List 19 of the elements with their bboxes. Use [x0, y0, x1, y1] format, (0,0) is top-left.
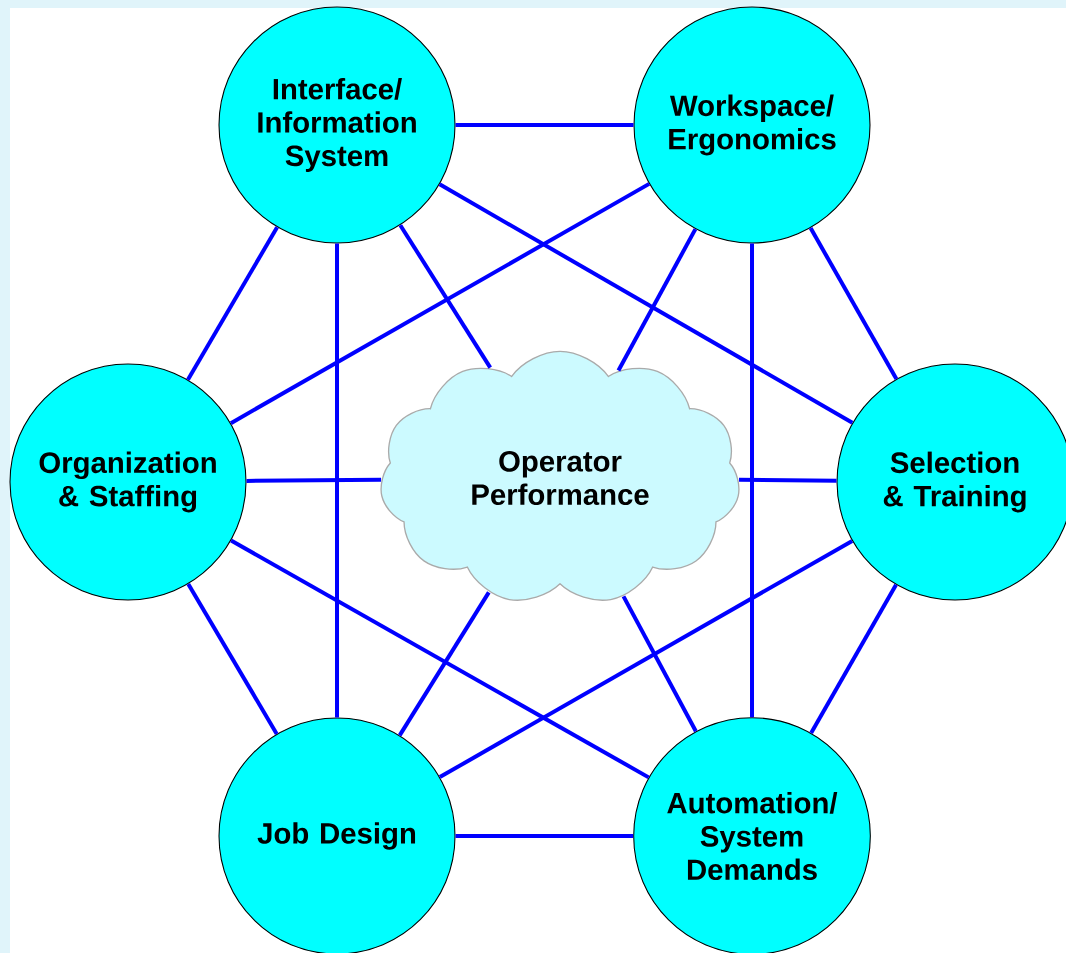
connector-line [455, 123, 634, 127]
connector-line [616, 228, 698, 372]
connector-line [621, 595, 698, 733]
connector-line [335, 243, 339, 718]
connector-line [738, 477, 837, 483]
connector-line [246, 477, 382, 483]
connector-line [398, 591, 491, 737]
connector-line [455, 834, 634, 838]
connector-line [229, 182, 651, 425]
connector-line [186, 226, 279, 381]
connector-line [230, 538, 650, 780]
performance-cloud: Operator Performance [380, 350, 740, 601]
connector-line [750, 243, 754, 718]
connector-line [808, 227, 899, 380]
connector-line [809, 583, 898, 734]
connector-line [438, 182, 854, 425]
connector-line [398, 224, 492, 369]
connector-line [186, 583, 279, 735]
connector-line [438, 539, 854, 779]
